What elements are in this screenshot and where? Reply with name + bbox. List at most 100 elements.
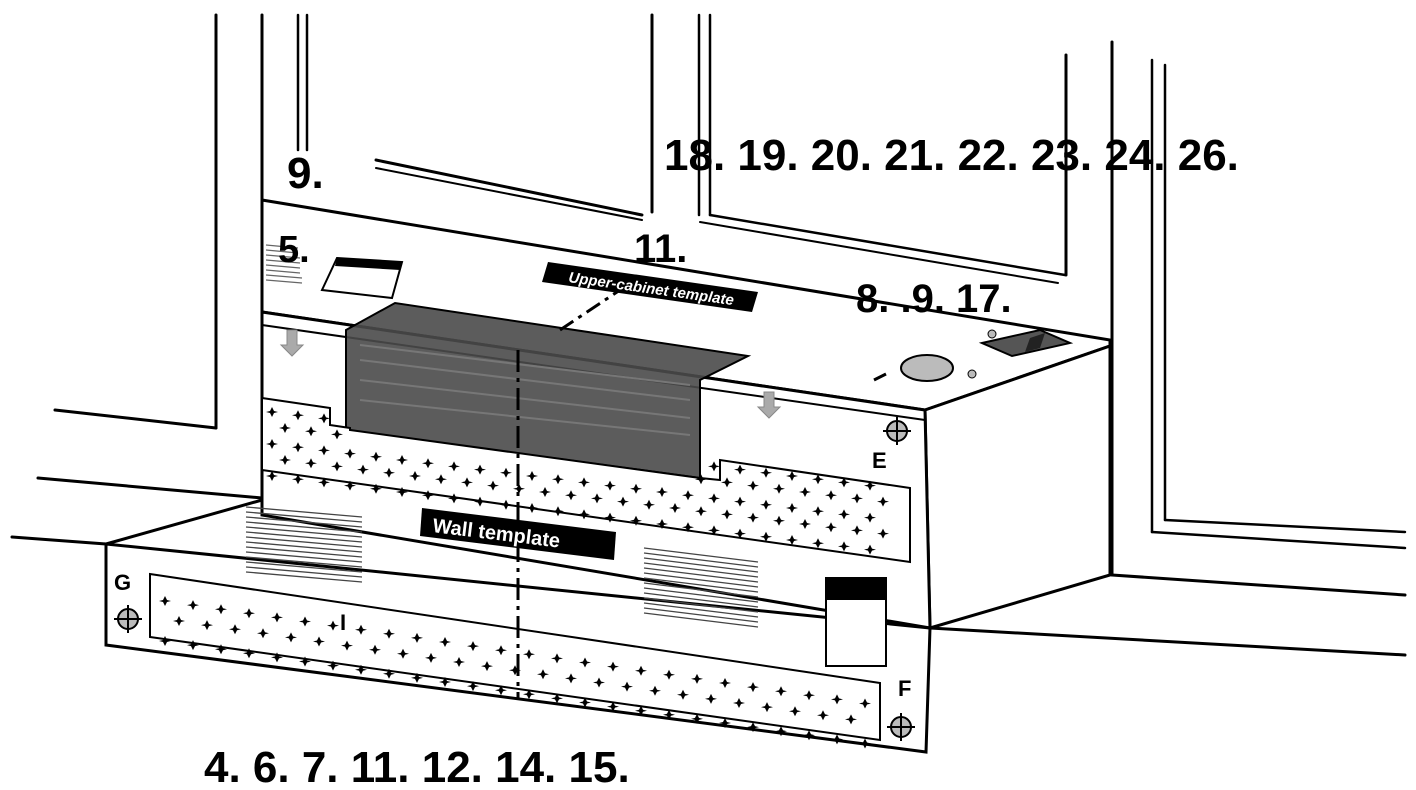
hole-mark [607,701,619,712]
control-panel-outline [825,577,887,667]
hole-mark [292,442,304,453]
hole-mark [299,656,311,667]
step-label-bottom: 4. 6. 7. 11. 12. 14. 15. [204,743,630,790]
target-mark-f [887,713,915,741]
hole-mark [719,678,731,688]
hole-mark [719,718,731,728]
hole-mark [318,445,330,456]
top-damper-hole [873,328,1074,382]
hole-mark [526,471,538,481]
cabinet-outline-lines [10,13,1407,657]
hole-mark [344,448,356,459]
hole-mark [355,624,367,635]
front-vent-grille-left [245,506,363,583]
hole-mark [682,522,694,533]
top-label-box [320,256,404,300]
hole-mark [552,506,564,517]
hole-mark [422,490,434,501]
hole-mark [467,641,479,652]
step-label-top-right: 18. 19. 20. 21. 22. 23. 24. 26. [664,131,1239,180]
hole-mark [409,471,421,481]
hole-mark [411,632,423,643]
hole-mark [663,669,675,680]
hole-mark [773,483,785,494]
hole-mark [859,698,871,709]
hole-mark [327,660,339,671]
hole-mark [344,480,356,491]
hole-mark [812,474,824,485]
hole-mark [357,464,369,475]
hole-mark [370,451,382,462]
hole-mark [266,407,278,417]
hole-mark [318,477,330,488]
hole-mark [487,480,499,491]
hole-mark [551,693,563,704]
hole-mark [257,628,269,639]
hole-mark [187,600,199,611]
hole-mark [474,496,486,507]
hole-mark [786,471,798,481]
hole-mark [708,493,720,504]
hole-mark [422,458,434,469]
hole-mark [812,538,824,549]
hole-mark [838,509,850,520]
hole-mark [266,439,278,449]
hole-mark [173,616,185,626]
hole-mark [851,525,863,536]
hole-mark [495,645,507,656]
hole-mark [733,698,745,708]
hole-mark [630,483,642,494]
target-mark-g [114,605,142,633]
hole-mark [799,519,811,529]
hole-mark [851,493,863,504]
hole-mark [656,487,668,497]
hole-mark [691,713,703,724]
hole-mark [578,477,590,488]
hole-mark [396,487,408,497]
hole-mark [523,649,535,660]
hole-mark [708,525,720,536]
hole-mark [495,685,507,696]
hole-mark [635,665,647,676]
hole-mark [691,673,703,684]
hole-mark [500,467,512,478]
hole-mark [271,652,283,663]
mounting-hole-marks-lower [159,596,871,749]
hole-mark [551,653,563,664]
hole-mark [864,512,876,523]
hole-mark [397,648,409,659]
hole-mark [435,474,447,485]
hole-mark [467,681,479,692]
hole-mark [747,722,759,733]
hole-mark [215,604,227,615]
hole-mark [760,499,772,510]
hole-mark [812,506,824,517]
hole-mark [229,624,241,635]
hole-mark [649,685,661,696]
hole-mark [461,477,473,488]
hole-mark [305,458,317,469]
hole-mark [327,620,339,631]
hole-mark [355,664,367,675]
hole-mark [285,632,297,643]
hole-mark [747,480,759,491]
hole-mark [187,640,199,651]
step-label-right-of-template: 8. .9. 17. [856,277,1012,321]
hole-mark [695,474,707,485]
step-label-center: 11. [634,227,687,271]
hole-mark [677,689,689,700]
hole-mark [760,531,772,542]
hole-mark [439,677,451,687]
hole-mark [831,694,843,705]
hole-mark [817,710,829,721]
hole-mark [591,493,603,504]
hole-mark [593,677,605,688]
hole-mark [579,697,591,708]
hole-mark [604,480,616,491]
hole-mark [481,661,493,672]
hole-mark [383,467,395,478]
hole-mark [243,608,255,619]
hole-mark [331,429,343,440]
hole-mark [526,503,538,513]
hole-mark [396,455,408,465]
